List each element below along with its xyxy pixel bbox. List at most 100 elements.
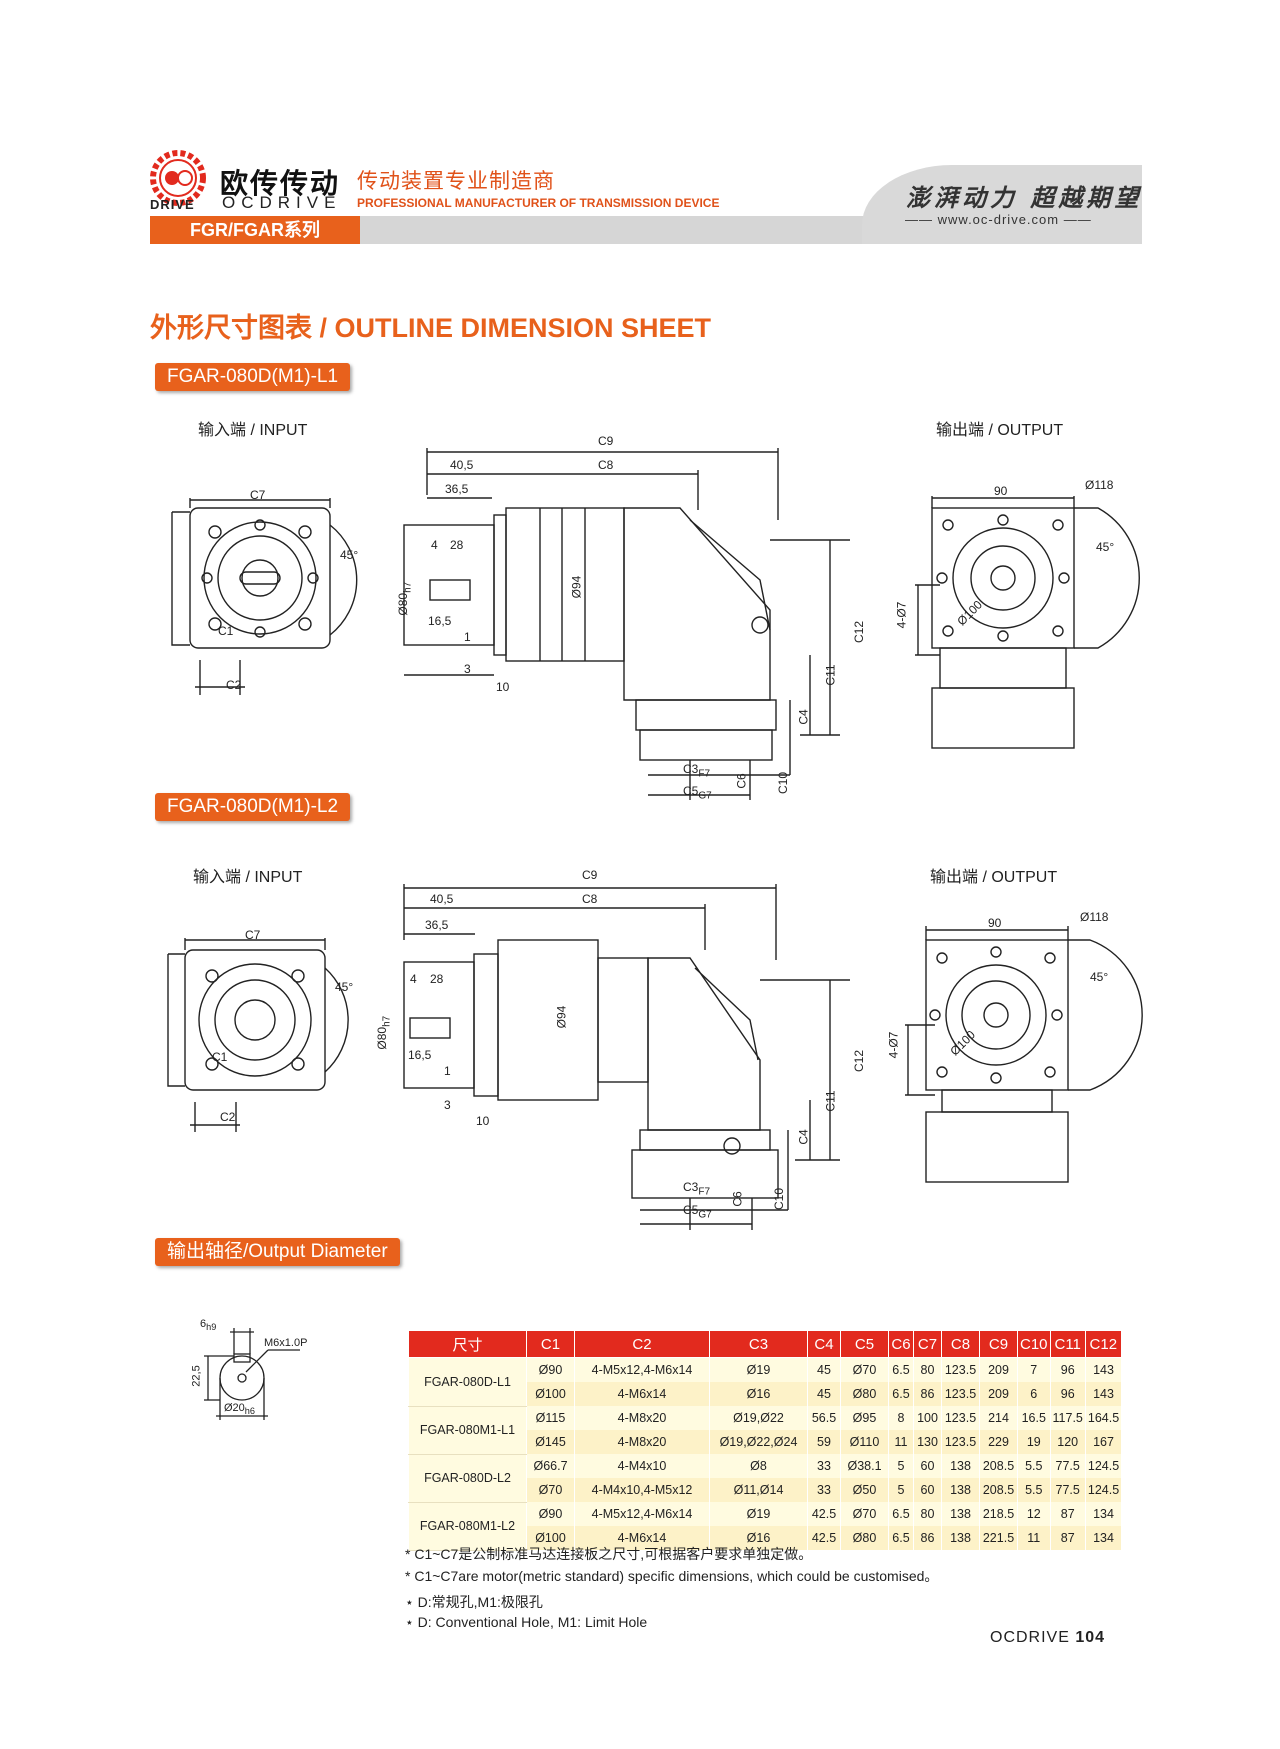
label-c6-l2: C6 [730, 1191, 745, 1207]
table-cell: 6.5 [888, 1357, 914, 1382]
label-d118-l1: Ø118 [1085, 478, 1114, 492]
side-view-l1 [403, 448, 850, 800]
table-cell: 5 [888, 1454, 914, 1478]
label-10-l1: 10 [496, 680, 510, 694]
label-c11-l2: C11 [823, 1090, 838, 1112]
table-cell: Ø11,Ø14 [709, 1478, 808, 1502]
table-cell: 80 [913, 1357, 942, 1382]
label-28-l1: 28 [450, 538, 464, 552]
table-cell: 209 [979, 1382, 1018, 1406]
table-cell: 4-M5x12,4-M6x14 [574, 1502, 710, 1526]
table-cell: 208.5 [979, 1454, 1018, 1478]
table-cell: 4-M6x14 [574, 1526, 710, 1550]
table-cell: 56.5 [807, 1406, 841, 1430]
table-header-cell: C4 [807, 1330, 841, 1358]
table-cell: Ø8 [709, 1454, 808, 1478]
label-4-l2: 4 [410, 972, 417, 986]
label-c2-l1: C2 [226, 678, 242, 692]
table-cell: 120 [1049, 1430, 1086, 1454]
table-cell: 138 [941, 1526, 980, 1550]
table-cell: Ø16 [709, 1526, 808, 1550]
label-10-l2: 10 [476, 1114, 490, 1128]
output-flange-view-l2 [905, 926, 1143, 1183]
section-title-l1: FGAR-080D(M1)-L1 [155, 363, 351, 391]
table-header-cell: C5 [840, 1330, 889, 1358]
output-flange-view-l1 [915, 496, 1140, 749]
table-model-cell: FGAR-080M1-L1 [408, 1406, 527, 1455]
label-6-h9: 6h9 [200, 1318, 216, 1332]
table-header-cell: C9 [979, 1330, 1018, 1358]
note-3: ⋆ D:常规孔,M1:极限孔 [405, 1594, 543, 1610]
table-cell: 5.5 [1017, 1478, 1051, 1502]
label-d80-l1-sub: h7 [402, 581, 414, 593]
side-view-l2 [403, 884, 850, 1230]
table-cell: 164.5 [1084, 1406, 1122, 1430]
label-d80-l1-text: Ø80 [396, 592, 411, 616]
table-cell: 86 [913, 1382, 942, 1406]
page-number: 104 [1075, 1629, 1106, 1646]
table-cell: 138 [941, 1454, 980, 1478]
note-1: * C1~C7是公制标准马达连接板之尺寸,可根据客户要求单独定做。 [405, 1546, 813, 1562]
section-title-output: 输出轴径/Output Diameter [155, 1238, 400, 1266]
table-cell: 59 [807, 1430, 841, 1454]
label-4-l1: 4 [431, 538, 438, 552]
table-cell: 12 [1017, 1502, 1051, 1526]
table-cell: 4-M6x14 [574, 1382, 710, 1406]
label-3-l1: 3 [464, 662, 471, 676]
label-c4-l2: C4 [796, 1129, 811, 1145]
label-c3-l1-text: C3 [683, 762, 699, 776]
table-cell: 80 [913, 1502, 942, 1526]
label-d20-h6: Ø20h6 [224, 1402, 255, 1416]
table-cell: Ø38.1 [840, 1454, 889, 1478]
table-model-cell: FGAR-080D-L2 [408, 1454, 527, 1503]
table-cell: 208.5 [979, 1478, 1018, 1502]
input-flange-view-l1 [171, 498, 358, 695]
table-cell: Ø100 [526, 1382, 575, 1406]
input-label-l1: 输入端 / INPUT [198, 422, 308, 439]
table-cell: 11 [888, 1430, 914, 1454]
table-header-cell: C12 [1084, 1330, 1122, 1358]
output-label-l1: 输出端 / OUTPUT [936, 422, 1064, 439]
brand-name-cn: 欧传传动 [220, 168, 341, 199]
footer: OCDRIVE 104 [990, 1629, 1105, 1647]
label-d80-l2-sub: h7 [381, 1015, 393, 1027]
shaft-section-drawing [204, 1328, 300, 1420]
section-title-l2: FGAR-080D(M1)-L2 [155, 793, 351, 821]
input-label-l2: 输入端 / INPUT [193, 869, 303, 886]
label-c9-l1: C9 [598, 434, 614, 448]
table-cell: 42.5 [807, 1502, 841, 1526]
label-c3-l1-sub: F7 [698, 768, 711, 780]
brand-drive: DRIVE [150, 197, 195, 212]
label-c7-l1: C7 [250, 488, 266, 502]
table-cell: 6 [1017, 1382, 1051, 1406]
website-text: www.oc-drive.com [937, 212, 1060, 227]
motto: 澎湃动力 超越期望 [906, 183, 1143, 212]
label-4-d7-l1: 4-Ø7 [894, 601, 909, 629]
label-c5-l2-sub: G7 [698, 1209, 712, 1221]
label-d118-l2: Ø118 [1080, 910, 1109, 924]
label-90-l1: 90 [994, 484, 1008, 498]
table-cell: Ø66.7 [526, 1454, 575, 1478]
series-tab: FGR/FGAR系列 [150, 216, 360, 244]
label-22-5: 22,5 [190, 1365, 203, 1387]
label-c3-l2-sub: F7 [698, 1186, 711, 1198]
label-c3-l1: C3F7 [683, 762, 710, 779]
label-c5-l2-text: C5 [683, 1203, 699, 1217]
table-cell: Ø19,Ø22,Ø24 [709, 1430, 808, 1454]
table-cell: 124.5 [1084, 1478, 1122, 1502]
label-d80-l2-text: Ø80 [375, 1026, 390, 1050]
table-cell: 4-M4x10 [574, 1454, 710, 1478]
label-c1-l1: C1 [218, 624, 234, 638]
label-c4-l1: C4 [796, 709, 811, 725]
table-cell: 167 [1084, 1430, 1122, 1454]
label-c12-l1: C12 [852, 620, 867, 644]
label-45-l2: 45° [335, 980, 354, 994]
table-cell: 6.5 [888, 1526, 914, 1550]
table-cell: 77.5 [1049, 1478, 1086, 1502]
table-cell: 19 [1017, 1430, 1051, 1454]
label-c1-l2: C1 [212, 1050, 228, 1064]
